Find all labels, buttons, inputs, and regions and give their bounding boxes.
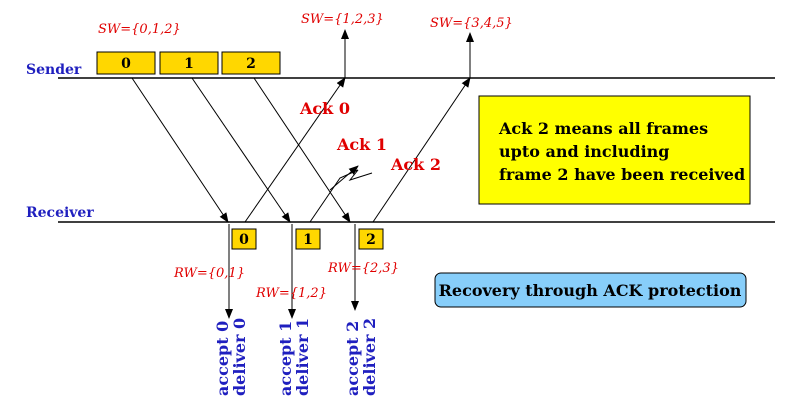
frame-1-arrow xyxy=(191,77,291,223)
note-line-2: frame 2 have been received xyxy=(499,165,745,184)
sender-frame-0-label: 0 xyxy=(121,56,131,72)
receiver-frame-2-label: 2 xyxy=(366,232,376,248)
accept-2-label: accept 2 xyxy=(343,321,362,396)
sender-label: Sender xyxy=(26,62,82,78)
sender-window-0: SW={0,1,2} xyxy=(98,22,181,37)
sender-frame-2-label: 2 xyxy=(246,56,256,72)
receiver-frame-1-label: 1 xyxy=(303,232,313,248)
receiver-frame-0-label: 0 xyxy=(239,232,249,248)
sender-frame-0: 0 xyxy=(96,51,156,75)
note-line-0: Ack 2 means all frames xyxy=(498,119,708,138)
note-line-1: upto and including xyxy=(499,142,669,161)
accept-1-label: accept 1 xyxy=(276,321,295,396)
ack-1-arrow xyxy=(309,169,373,223)
receiver-frame-0: 0 xyxy=(231,228,257,250)
ack-1-label: Ack 1 xyxy=(336,135,387,154)
sender-window-1: SW={1,2,3} xyxy=(301,12,384,27)
note-box: Ack 2 means all frames upto and includin… xyxy=(478,95,751,205)
receiver-frame-2: 2 xyxy=(358,228,384,250)
frame-0-arrow xyxy=(131,77,229,223)
sender-frame-1: 1 xyxy=(159,51,219,75)
ack-1-arrowhead xyxy=(329,165,359,191)
receiver-window-0: RW={0,1} xyxy=(173,266,245,281)
receiver-window-1: RW={1,2} xyxy=(255,286,327,301)
ack-2-label: Ack 2 xyxy=(390,155,441,174)
receiver-window-2: RW={2,3} xyxy=(327,261,399,276)
deliver-0-label: deliver 0 xyxy=(230,318,249,396)
receiver-frame-1: 1 xyxy=(295,228,321,250)
deliver-1-label: deliver 1 xyxy=(293,318,312,396)
frame-2-arrow xyxy=(253,77,351,223)
receiver-label: Receiver xyxy=(26,205,94,221)
accept-0-label: accept 0 xyxy=(213,321,232,396)
recovery-box: Recovery through ACK protection xyxy=(434,272,747,308)
ack-2-arrow xyxy=(372,77,471,223)
ack-0-label: Ack 0 xyxy=(299,99,350,118)
ack-0-arrow xyxy=(244,77,346,223)
recovery-label: Recovery through ACK protection xyxy=(439,281,742,300)
sender-frame-2: 2 xyxy=(221,51,281,75)
sender-frame-1-label: 1 xyxy=(184,56,194,72)
deliver-2-label: deliver 2 xyxy=(360,318,379,396)
sender-window-2: SW={3,4,5} xyxy=(430,16,513,31)
